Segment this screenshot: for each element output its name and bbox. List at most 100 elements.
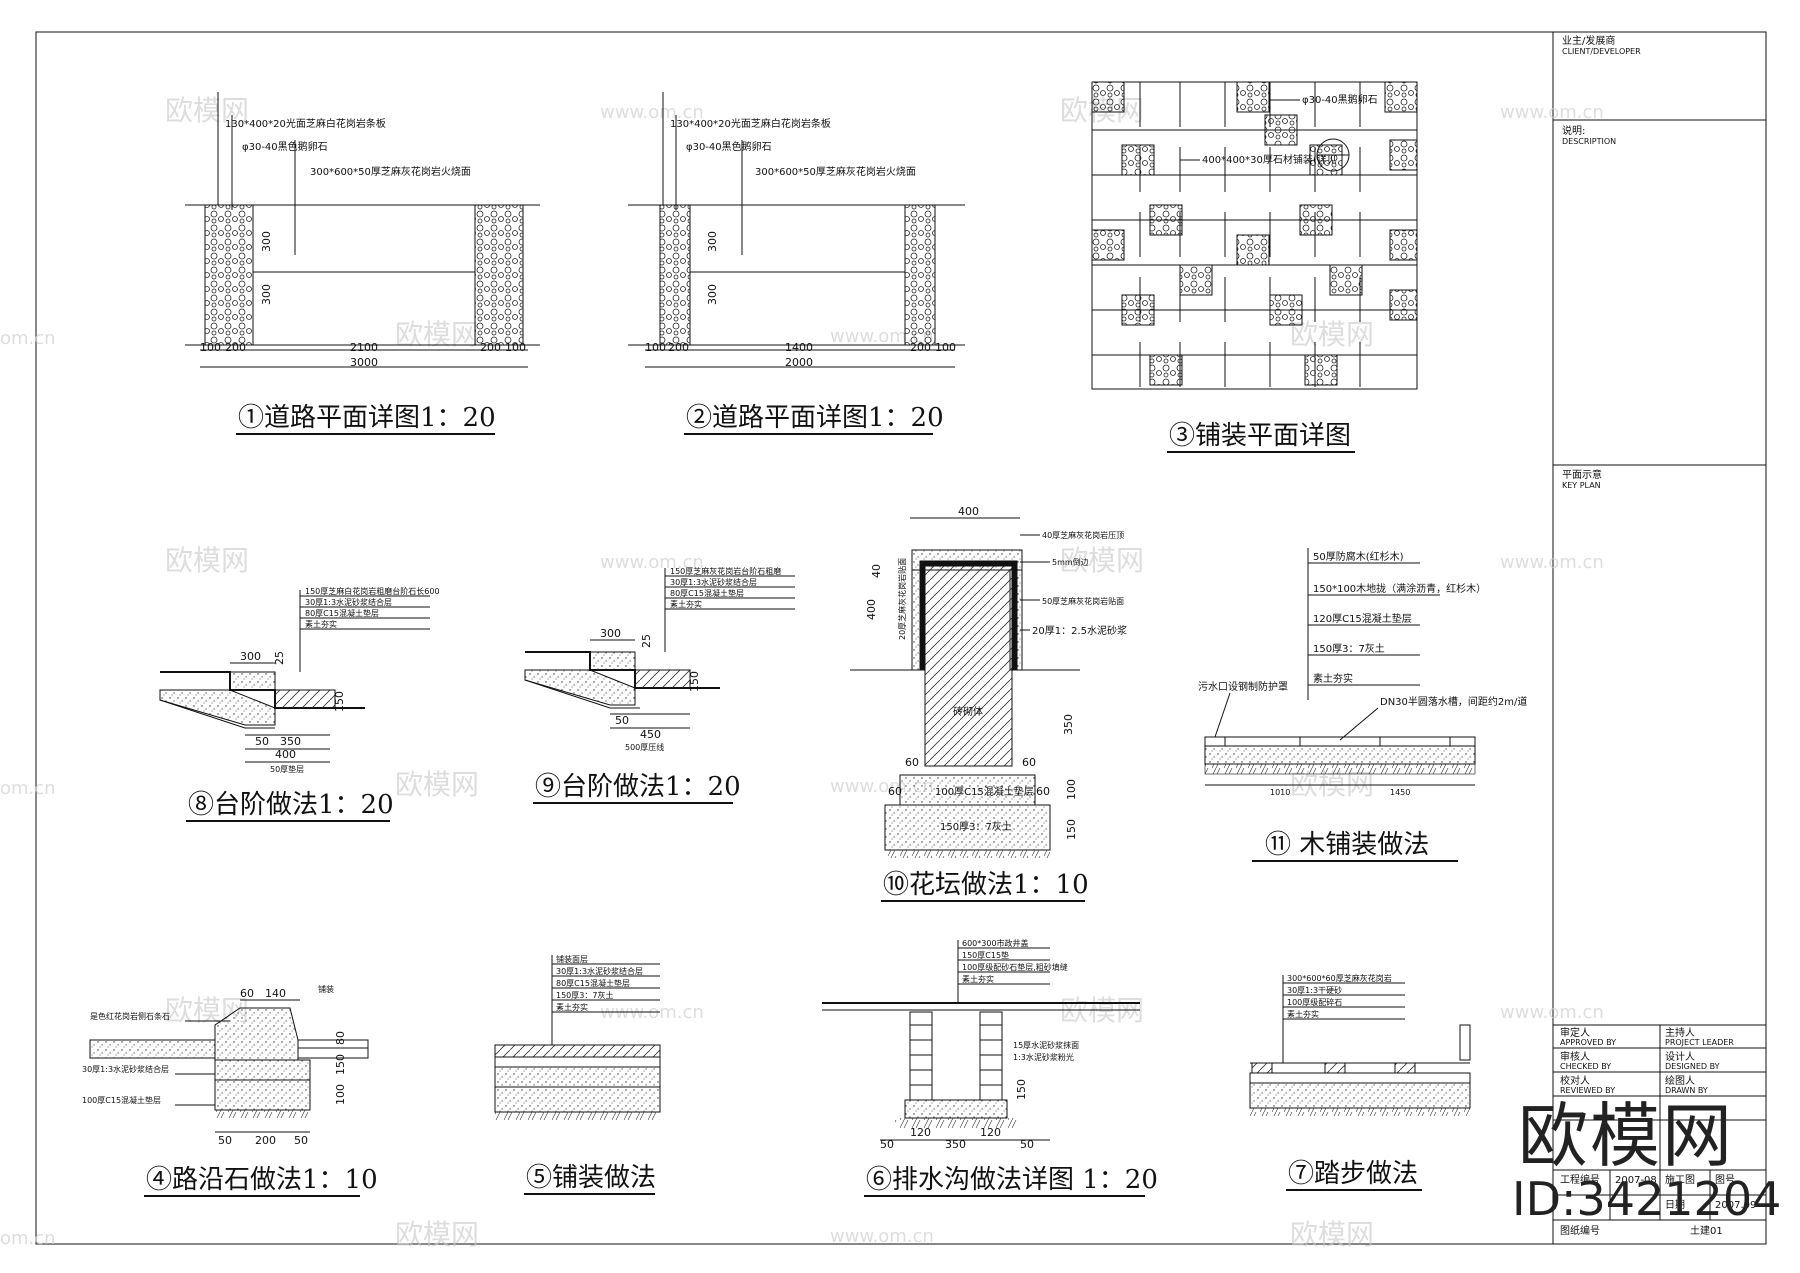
label: φ30-40黑色鹅卵石 bbox=[686, 140, 772, 153]
layer: 150厚3：7灰土 bbox=[1313, 642, 1385, 655]
detail-drainage-ditch: 600*300市政井盖 150厚C15垫 100厚级配砂石垫层,粗砂填缝 素土夯… bbox=[822, 938, 1158, 1197]
tb-reviewed: 校对人 bbox=[1560, 1074, 1590, 1087]
dim: 150 bbox=[1015, 1079, 1028, 1100]
dim: 300 bbox=[706, 284, 719, 305]
dim: 60 bbox=[888, 785, 902, 798]
layer: 80厚C15混凝土垫层 bbox=[305, 608, 379, 618]
tb-notes: 说明: bbox=[1562, 124, 1585, 137]
detail-step-8: 150厚芝麻白花岗岩粗磨台阶石长600 30厚1:3水泥砂浆结合层 80厚C15… bbox=[159, 586, 440, 822]
layer: 80厚C15混凝土垫层 bbox=[670, 588, 744, 598]
detail-title: ⑧台阶做法1：20 bbox=[188, 790, 394, 820]
tb-designer-en: DESIGNED BY bbox=[1665, 1062, 1720, 1071]
label: 是色红花岗岩侧石条石 bbox=[90, 1011, 170, 1021]
dim: 300 bbox=[240, 650, 261, 663]
detail-paving-section: 铺装面层 30厚1:3水泥砂浆结合层 80厚C15混凝土垫层 150厚3：7灰土… bbox=[494, 954, 661, 1195]
watermark-cn: 欧模网 bbox=[1290, 318, 1374, 351]
label: 15厚水泥砂浆抹面 bbox=[1013, 1040, 1079, 1050]
watermark-cn: 欧模网 bbox=[1290, 1218, 1374, 1251]
tb-drawing-val: 土建01 bbox=[1690, 1224, 1723, 1237]
dim: 2100 bbox=[350, 341, 378, 354]
watermark-cn: 欧模网 bbox=[1060, 544, 1144, 577]
dim: 400 bbox=[865, 599, 878, 620]
dim: 200 bbox=[480, 341, 501, 354]
dim: 400 bbox=[958, 505, 979, 518]
label: 20厚1：2.5水泥砂浆 bbox=[1032, 624, 1127, 637]
dim: 200 bbox=[255, 1134, 276, 1147]
dim: 120 bbox=[980, 1126, 1001, 1139]
watermark-url: om.cn bbox=[0, 778, 56, 799]
layer: 150厚3：7灰土 bbox=[556, 990, 613, 1000]
label: φ30-40黑鹅卵石 bbox=[1302, 93, 1378, 106]
tb-drafter-en: DRAWN BY bbox=[1665, 1086, 1708, 1095]
dim: 60 bbox=[240, 987, 254, 1000]
dim: 50厚垫层 bbox=[270, 764, 304, 774]
detail-step-9: 150厚芝麻灰花岗岩台阶石粗磨 30厚1:3水泥砂浆结合层 80厚C15混凝土垫… bbox=[524, 566, 795, 804]
tb-chief: 主持人 bbox=[1665, 1026, 1695, 1039]
label: 150厚3：7灰土 bbox=[940, 820, 1012, 833]
layer: 素土夯实 bbox=[1313, 672, 1353, 685]
layer: 150厚芝麻灰花岗岩台阶石粗磨 bbox=[670, 566, 781, 576]
layer: 80厚C15混凝土垫层 bbox=[556, 978, 630, 988]
tb-owner: 业主/发展商 bbox=[1562, 34, 1615, 47]
watermark-cn: 欧模网 bbox=[395, 1218, 479, 1251]
pebble-squares bbox=[1091, 81, 1418, 386]
dim: 200 bbox=[225, 341, 246, 354]
layer: 30厚1:3水泥砂浆结合层 bbox=[670, 577, 757, 587]
label: DN30半圆落水槽，间距约2m/道 bbox=[1380, 695, 1527, 708]
dim: 50 bbox=[880, 1138, 894, 1151]
brand-id: ID:3421204 bbox=[1512, 1172, 1781, 1226]
dim: 350 bbox=[1062, 714, 1075, 735]
watermark-url: om.cn bbox=[0, 1228, 56, 1249]
tb-drafter: 绘图人 bbox=[1665, 1074, 1695, 1087]
label: 污水口设钢制防护罩 bbox=[1198, 680, 1288, 693]
layer: 100厚级配碎石 bbox=[1287, 997, 1342, 1007]
dim: 1010 bbox=[1270, 788, 1290, 797]
title-block bbox=[1552, 31, 1767, 1245]
dim: 350 bbox=[280, 735, 301, 748]
watermark-cn: 欧模网 bbox=[395, 768, 479, 801]
detail-title: ②道路平面详图1：20 bbox=[686, 403, 944, 433]
dim: 40 bbox=[870, 564, 883, 578]
watermark-url: www.om.cn bbox=[600, 552, 704, 573]
dim: 150 bbox=[333, 691, 346, 712]
tb-drawing-no: 图纸编号 bbox=[1560, 1224, 1600, 1237]
dim: 140 bbox=[265, 987, 286, 1000]
dim: 150 bbox=[1065, 819, 1078, 840]
tb-approved: 审定人 bbox=[1560, 1026, 1590, 1039]
label: 400*400*30厚石材铺装(详见 bbox=[1202, 153, 1337, 166]
detail-title: ⑦踏步做法 bbox=[1288, 1159, 1418, 1189]
tb-date: 日期 bbox=[1665, 1199, 1685, 1211]
layer: 120厚C15混凝土垫层 bbox=[1313, 612, 1412, 625]
dim: 300 bbox=[600, 627, 621, 640]
label: 40厚芝麻灰花岗岩压顶 bbox=[1042, 530, 1124, 540]
tb-plan-en: KEY PLAN bbox=[1562, 481, 1601, 490]
dim: 300 bbox=[260, 284, 273, 305]
detail-title: ④路沿石做法1：10 bbox=[146, 1165, 378, 1195]
dim: 350 bbox=[945, 1138, 966, 1151]
label: 砖砌体 bbox=[953, 705, 983, 718]
dim: 500厚压线 bbox=[625, 742, 664, 752]
dim: 150 bbox=[688, 671, 701, 692]
detail-stepping: 300*600*60厚芝麻灰花岗岩 30厚1:3干硬砂 100厚级配碎石 素土夯… bbox=[1249, 973, 1471, 1191]
layer: 素土夯实 bbox=[305, 619, 337, 629]
dim: 100 bbox=[1065, 779, 1078, 800]
tb-approved-en: APPROVED BY bbox=[1560, 1038, 1616, 1047]
dim: 50 bbox=[294, 1134, 308, 1147]
dim: 300 bbox=[260, 231, 273, 252]
tb-designer: 设计人 bbox=[1665, 1050, 1695, 1063]
brand-logo: 欧模网 bbox=[1518, 1095, 1734, 1177]
dim: 2000 bbox=[785, 356, 813, 369]
dim: 450 bbox=[640, 728, 661, 741]
layer: 30厚1:3水泥砂浆结合层 bbox=[305, 597, 392, 607]
tb-chief-en: PROJECT LEADER bbox=[1665, 1038, 1734, 1047]
tb-project-no: 工程编号 bbox=[1560, 1173, 1600, 1186]
dim: 400 bbox=[275, 748, 296, 761]
dim: 50 bbox=[615, 714, 629, 727]
tb-checked-en: CHECKED BY bbox=[1560, 1062, 1611, 1071]
detail-title: ⑥排水沟做法详图 1：20 bbox=[866, 1165, 1158, 1195]
layer: 素土夯实 bbox=[670, 599, 702, 609]
dim: 50 bbox=[255, 735, 269, 748]
dim: 3000 bbox=[350, 356, 378, 369]
layer: 30厚1:3水泥砂浆结合层 bbox=[556, 966, 643, 976]
